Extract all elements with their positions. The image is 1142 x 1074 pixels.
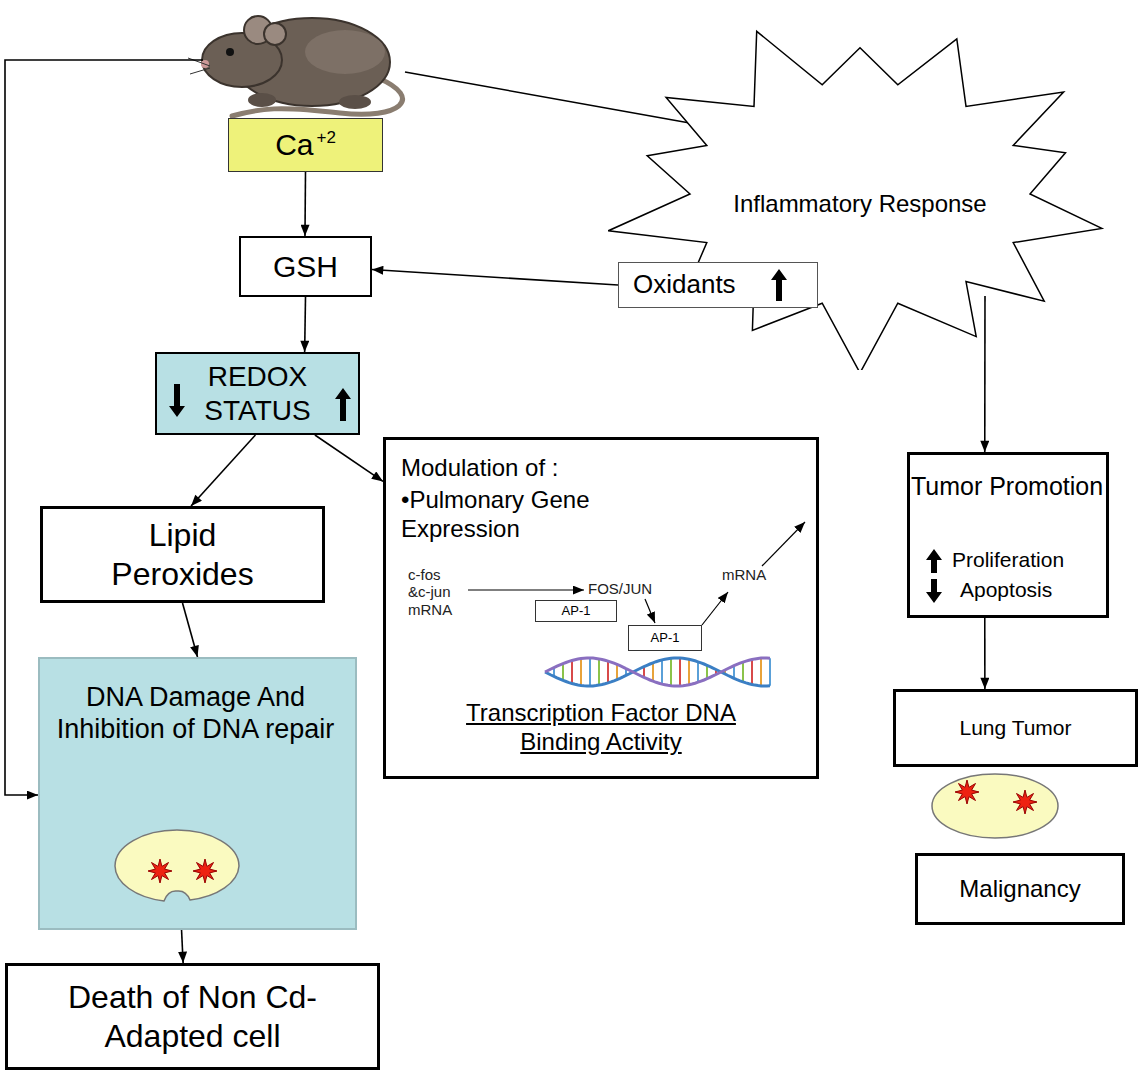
helix-rung [769,658,771,686]
drawing-part [264,23,286,45]
connector-arrow [304,297,306,352]
connector-arrow [191,435,255,506]
process-box: Malignancy [915,853,1125,925]
helix-rung [706,665,708,678]
chemical-box: Ca+2 [228,118,383,172]
helix-strand [545,658,770,686]
superscript-text: +2 [316,128,335,147]
decrease-arrow [926,579,942,603]
node-text: •Pulmonary Gene Expression [401,486,651,544]
connector-arrow [304,172,306,236]
increase-arrow [771,269,787,301]
tumor-mark [1013,790,1037,814]
formula-line: Ca+2 [275,127,336,163]
formula-text: Ca [275,128,313,161]
dna-helix [545,658,770,686]
gene-label: FOS/JUN [588,580,652,597]
decrease-arrow [169,384,185,417]
damage-mark [148,859,172,883]
tumor-mark [955,780,979,804]
node-text: REDOX STATUS [178,360,338,427]
drawing-part [339,95,371,109]
node-text: Malignancy [959,875,1080,904]
node-text: Oxidants [633,269,736,300]
node-text: Tumor Promotion [910,471,1104,501]
helix-rung [670,658,672,685]
process-box: Lipid Peroxides [40,506,325,603]
drawing-part [190,68,210,74]
helix-rung [616,664,618,679]
node-text: Apoptosis [960,577,1052,602]
node-text: AP-1 [562,603,591,619]
gene-label: mRNA [722,566,766,583]
helix-strand [545,658,770,686]
factor-box: AP-1 [628,625,702,651]
connector-arrow [984,296,986,452]
pathway-arrow [702,592,728,625]
connector-arrow [984,618,986,689]
cell-illustration [115,830,239,901]
damage-mark [193,859,217,883]
node-text: Inflammatory Response [730,190,990,219]
helix-rung [751,660,753,685]
node-text: Proliferation [952,547,1064,572]
drawing-part [226,48,234,56]
tumor-marks [955,780,1037,814]
gene-label: c-fos &c-jun mRNA [408,566,464,618]
helix-rung [661,660,663,684]
helix-rung [688,659,690,684]
increase-arrow [926,549,942,573]
drawing-part [248,93,276,107]
helix-rung [580,659,582,686]
connector-arrow [315,435,383,481]
process-box: Death of Non Cd-Adapted cell [5,963,380,1070]
status-box: REDOX STATUS [155,352,360,435]
increase-arrow [335,388,351,421]
process-box: GSH [239,236,372,297]
node-text: Death of Non Cd-Adapted cell [28,978,358,1055]
helix-rung [598,659,600,685]
helix-rung [679,658,681,686]
connector-arrow [183,603,198,657]
cell-illustration [932,774,1058,838]
factor-box: AP-1 [535,600,617,622]
helix-rung [697,662,699,682]
node-text: DNA Damage And Inhibition of DNA repair [40,681,351,746]
process-box: Oxidants [618,262,818,308]
pathway-arrow [645,599,655,623]
helix-rung [562,664,564,681]
helix-rung [589,658,591,686]
node-text: Modulation of : [401,454,558,483]
helix-rung [652,663,654,681]
rat-illustration [188,16,402,116]
node-text: GSH [273,249,338,285]
connector-arrow [182,930,184,963]
helix-rung [607,661,609,683]
starburst-node: Inflammatory ResponseOxidants [608,18,1112,370]
status-box: DNA Damage And Inhibition of DNA repair [38,657,357,930]
node-text: AP-1 [651,630,680,646]
process-box: Tumor PromotionProliferationApoptosis [907,452,1109,618]
starburst-outline [609,31,1102,370]
node-text: Lung Tumor [959,715,1071,740]
pathway-arrow [468,589,584,590]
connector-arrow [372,270,618,285]
helix-rung [571,661,573,684]
helix-rung [760,658,762,686]
exposure-line [405,72,712,127]
helix-rung [742,662,744,682]
process-box: Lung Tumor [893,689,1138,767]
pathway-arrow [762,522,805,566]
drawing-part [305,30,385,74]
node-text: Lipid Peroxides [78,516,288,593]
node-text: Transcription Factor DNA Binding Activit… [441,699,761,757]
